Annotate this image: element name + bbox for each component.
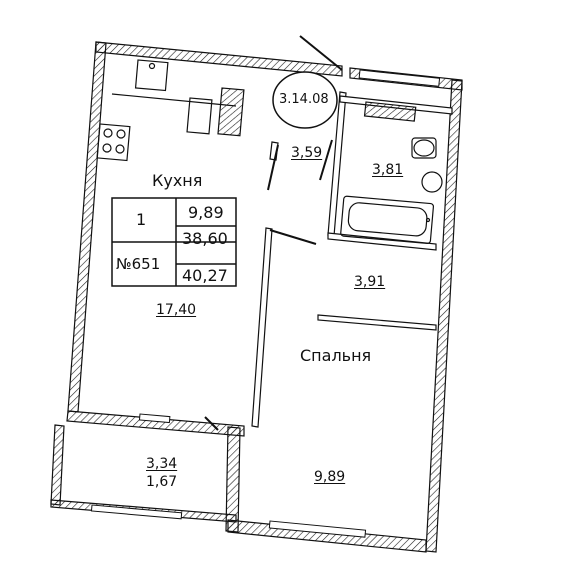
plan-code-circle [272,71,338,129]
balcony-area-full: 3,34 [146,456,178,472]
apartment-info-table [111,197,237,287]
bath-area: 3,81 [372,162,404,178]
living-area: 9,89 [188,203,224,222]
corridor-area: 3,91 [354,274,386,290]
bathtub [340,195,435,245]
total-area: 38,60 [182,229,228,248]
hall-area: 3,59 [291,145,323,161]
plan-code: 3.14.08 [279,92,329,107]
windows [90,69,441,538]
rooms-count: 1 [136,210,147,229]
bath-fixtures [340,101,443,245]
kitchen-name: Кухня [152,171,203,190]
kitchen-area: 17,40 [156,302,197,318]
balcony-area-reduced: 1,67 [146,474,178,490]
total-with-balcony: 40,27 [182,266,228,285]
kitchen-fixtures [96,59,245,162]
doors [204,35,343,431]
kitchen-sink [134,59,169,92]
washbasin [421,171,443,193]
bedroom-area: 9,89 [314,469,346,485]
interior-walls [251,91,453,428]
apartment-number: №651 [116,255,161,273]
stove-icon [96,123,131,162]
toilet [413,139,435,157]
bedroom-name: Спальня [300,346,372,365]
